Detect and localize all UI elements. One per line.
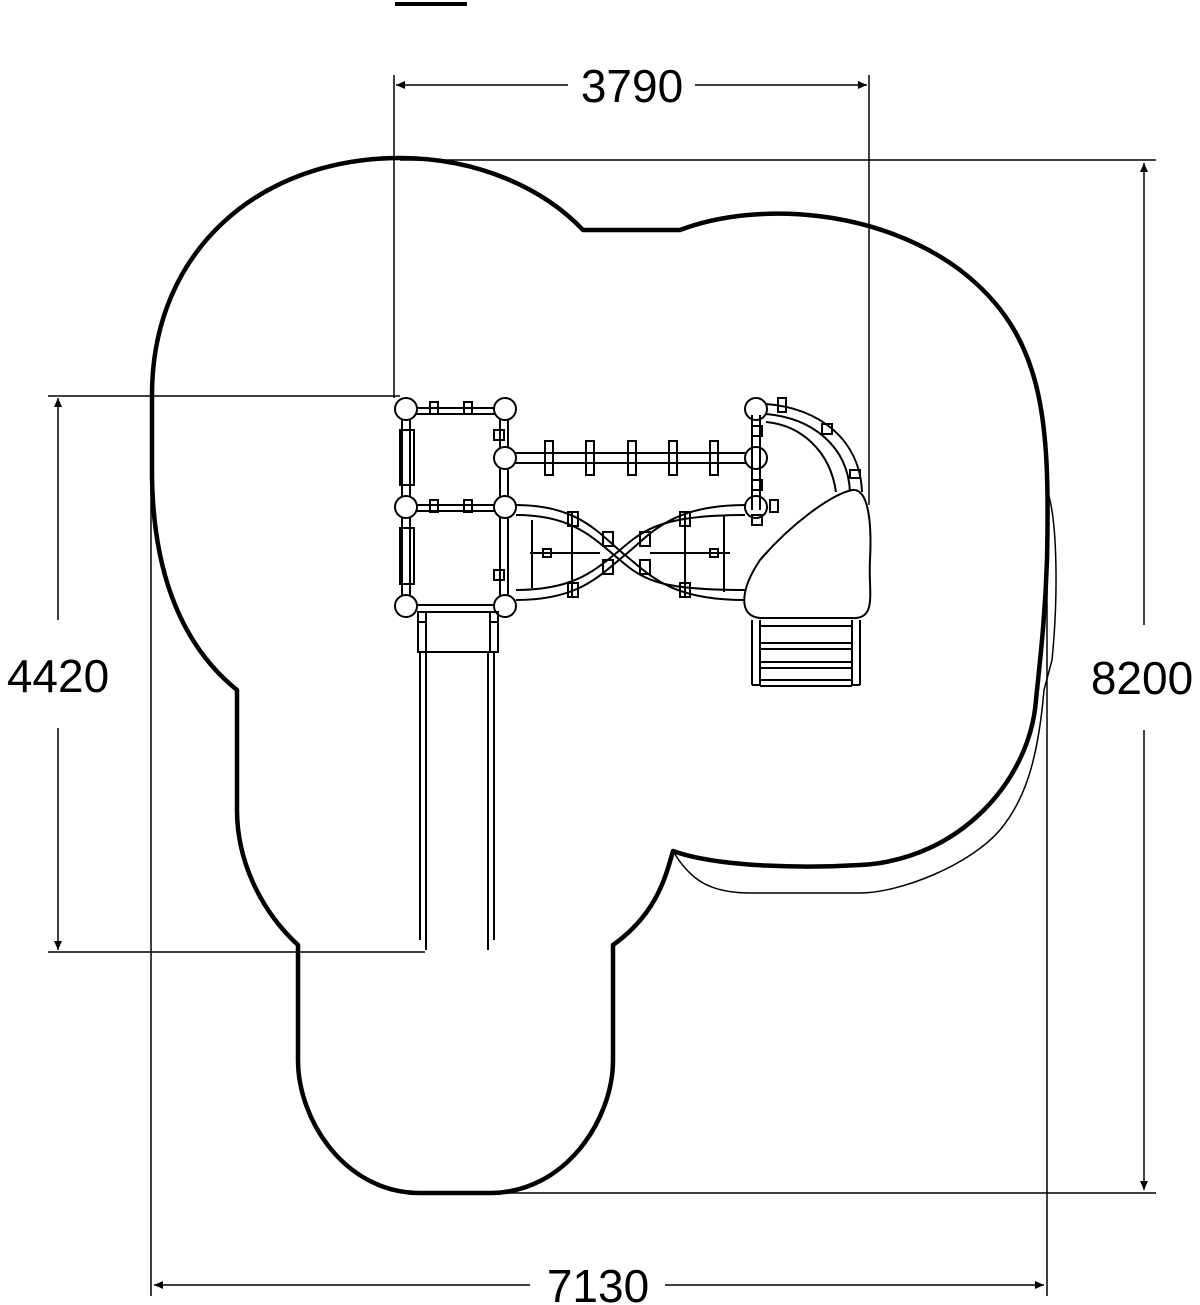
curved-rail [765, 397, 863, 493]
dimension-top-label: 3790 [581, 60, 683, 112]
dimension-left-label: 4420 [7, 650, 109, 702]
post-caps [394, 397, 768, 618]
dimension-right-label: 8200 [1091, 652, 1193, 704]
dimension-right: 8200 [400, 159, 1193, 1194]
straight-slide [417, 611, 499, 950]
right-tower [751, 415, 779, 526]
safety-zone-outline [149, 155, 1050, 1196]
twisted-bridge [515, 504, 746, 601]
rung-bridge [515, 440, 746, 476]
ladder [751, 620, 861, 687]
dimension-top: 3790 [393, 60, 870, 505]
slide-hood [743, 488, 872, 620]
dimension-bottom: 7130 [150, 395, 1048, 1305]
safety-zone-secondary-edge [672, 489, 1057, 894]
dimension-bottom-label: 7130 [547, 1260, 649, 1305]
dimension-left: 4420 [7, 395, 425, 953]
play-structure [394, 397, 872, 950]
